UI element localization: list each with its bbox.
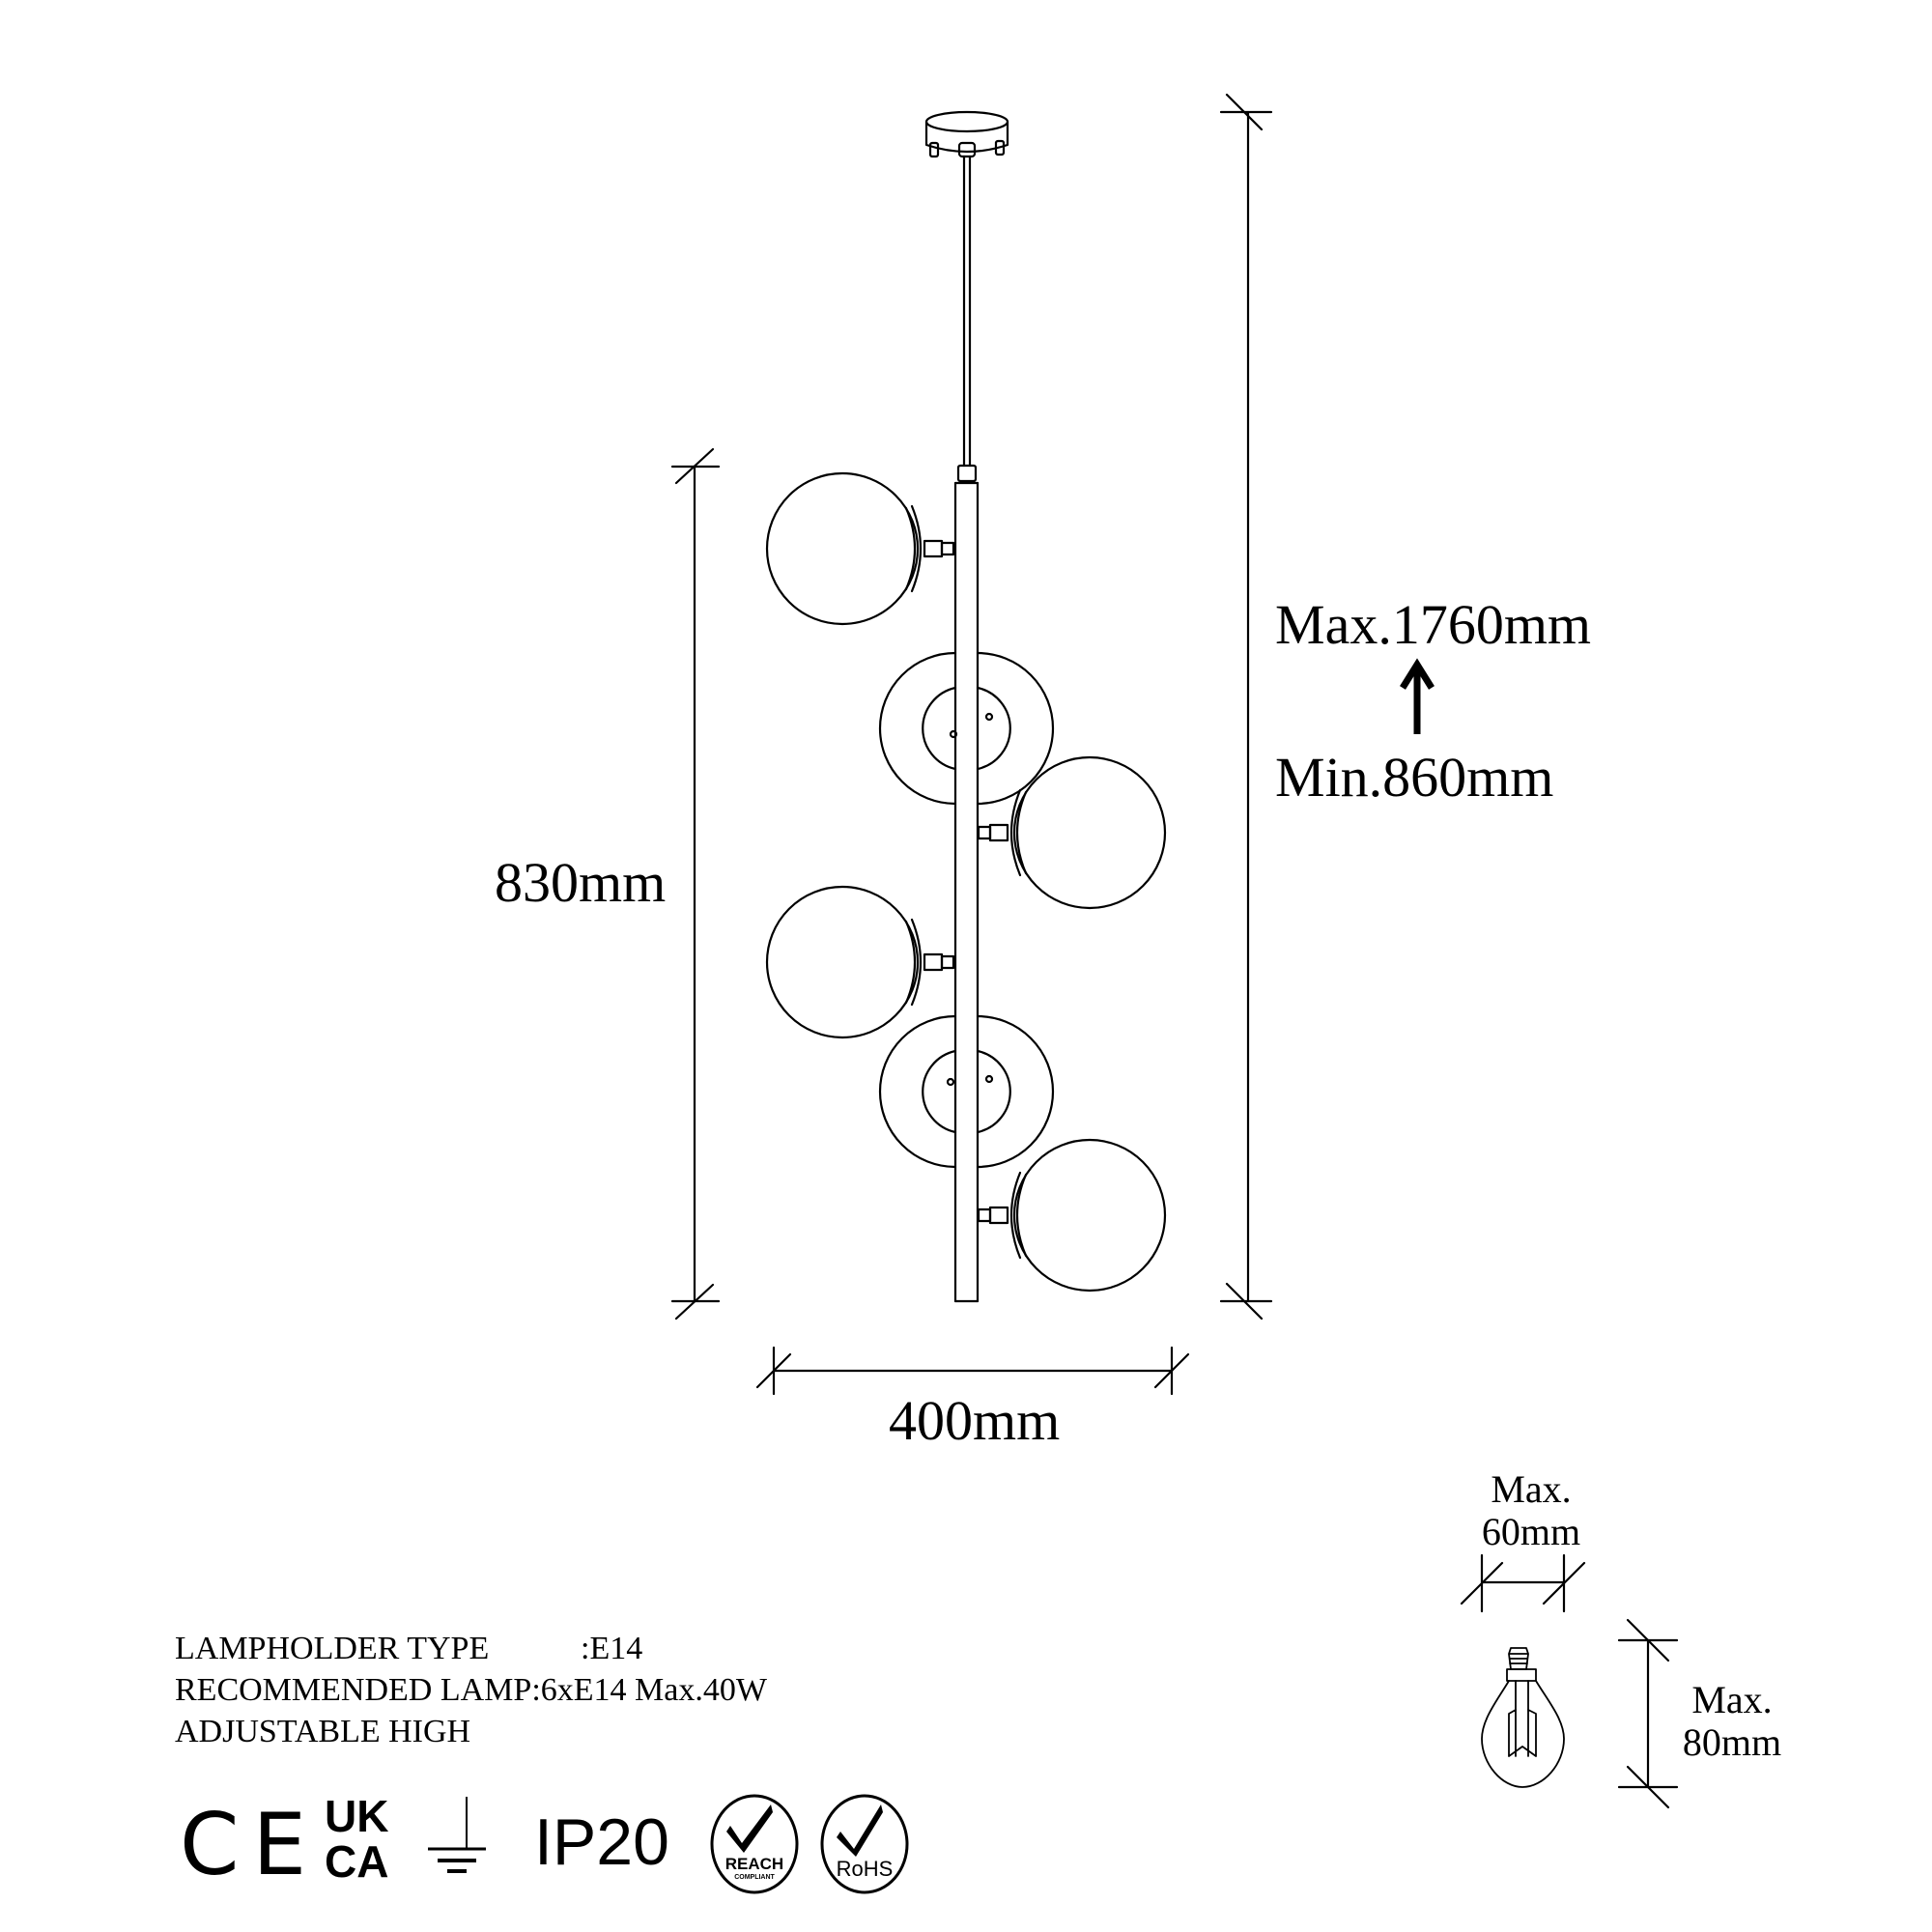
ground-symbol-icon bbox=[428, 1797, 486, 1873]
spec-recommended-lamp: RECOMMENDED LAMP: 6xE14 Max.40W bbox=[175, 1674, 767, 1707]
main-tube bbox=[953, 481, 980, 1303]
width-label: 400mm bbox=[889, 1389, 1061, 1452]
spec-sep: : bbox=[531, 1672, 541, 1708]
bulb-height-label-line1: Max. bbox=[1691, 1678, 1773, 1721]
rohs-compliant-icon: RoHS bbox=[819, 1793, 910, 1895]
spec-value: E14 bbox=[589, 1631, 643, 1666]
bulb-width-label: Max. 60mm bbox=[1478, 1470, 1584, 1551]
bulb-height-label-line2: 80mm bbox=[1682, 1720, 1782, 1764]
reach-badge-svg bbox=[710, 1794, 799, 1894]
globe-right-upper-icon bbox=[977, 755, 1167, 910]
spec-lampholder: LAMPHOLDER TYPE: E14 bbox=[175, 1633, 642, 1665]
bulb-width-label-line2: 60mm bbox=[1481, 1510, 1581, 1553]
dimension-line-overall-height bbox=[1219, 93, 1273, 1321]
spec-adjustable: ADJUSTABLE HIGH bbox=[175, 1716, 470, 1748]
spec-sep: : bbox=[581, 1631, 590, 1666]
arrow-up-icon bbox=[1400, 658, 1435, 734]
globe-front-lower-icon bbox=[878, 1014, 1055, 1169]
dimension-line-bulb-height bbox=[1617, 1618, 1679, 1809]
dimension-line-width bbox=[755, 1346, 1190, 1396]
globe-front-upper-icon bbox=[878, 651, 1055, 806]
e14-filament-bulb-icon bbox=[1481, 1647, 1565, 1788]
rohs-label: RoHS bbox=[836, 1857, 894, 1881]
ukca-top-text: UK bbox=[325, 1791, 389, 1841]
suspension-rod bbox=[956, 155, 978, 483]
reach-compliant-icon: REACH COMPLIANT bbox=[709, 1793, 800, 1895]
height-max-label: Max.1760mm bbox=[1275, 593, 1592, 656]
globe-left-lower-icon bbox=[765, 885, 955, 1039]
rohs-badge-svg bbox=[820, 1794, 909, 1894]
ip-rating-badge: IP20 bbox=[534, 1804, 669, 1911]
globe-right-lower-icon bbox=[977, 1138, 1167, 1293]
ukca-mark-icon: UK CA bbox=[325, 1791, 389, 1903]
spec-key: LAMPHOLDER TYPE bbox=[175, 1631, 490, 1666]
spec-value: 6xE14 Max.40W bbox=[540, 1672, 767, 1708]
ce-mark-icon: CE bbox=[180, 1795, 320, 1901]
bulb-width-label-line1: Max. bbox=[1491, 1467, 1572, 1511]
spec-key: RECOMMENDED LAMP bbox=[175, 1672, 532, 1708]
height-min-label: Min.860mm bbox=[1275, 746, 1554, 809]
ce-mark-text: CE bbox=[180, 1795, 321, 1894]
ceiling-canopy-icon bbox=[924, 110, 1009, 158]
globe-left-upper-icon bbox=[765, 471, 955, 626]
ukca-bottom-text: CA bbox=[325, 1836, 389, 1888]
height-body-label: 830mm bbox=[495, 851, 667, 914]
spec-key: ADJUSTABLE HIGH bbox=[175, 1714, 471, 1749]
ip-rating-text: IP20 bbox=[534, 1805, 669, 1879]
reach-sublabel: COMPLIANT bbox=[734, 1874, 775, 1881]
reach-label: REACH bbox=[724, 1855, 784, 1873]
bulb-height-label: Max. 80mm bbox=[1679, 1681, 1785, 1762]
dimension-line-body-height bbox=[670, 447, 721, 1321]
dimension-line-bulb-width bbox=[1460, 1553, 1586, 1613]
